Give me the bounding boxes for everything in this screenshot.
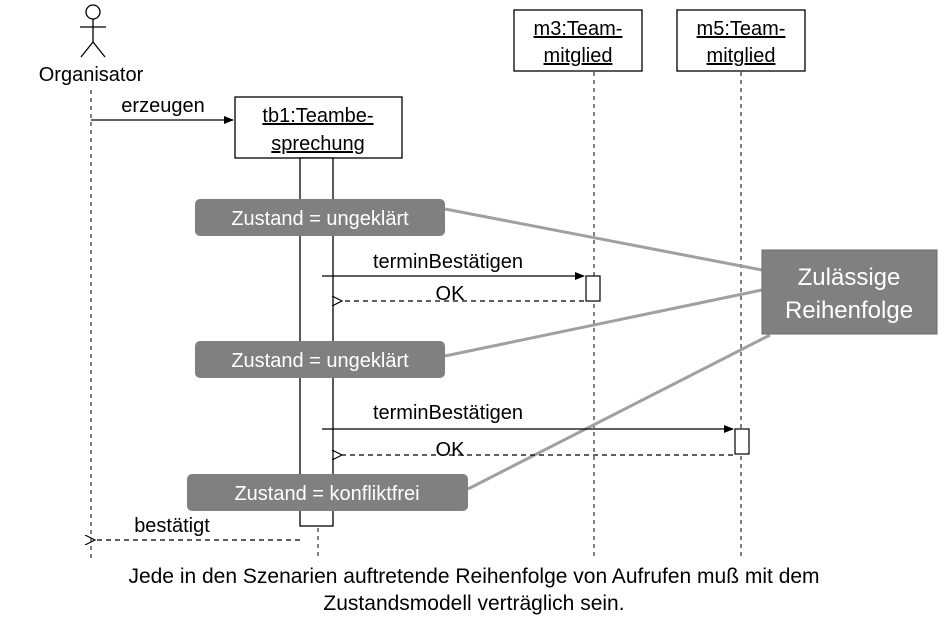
note-line2: Reihenfolge xyxy=(785,297,913,324)
state-box-1-bg xyxy=(195,199,445,236)
message-erzeugen-label: erzeugen xyxy=(121,95,204,117)
message-call1-label: terminBestätigen xyxy=(373,251,523,273)
activation-m3 xyxy=(585,275,601,302)
actor-head xyxy=(85,4,101,20)
message-confirm-label: bestätigt xyxy=(134,515,210,537)
object-m5-name-line2: mitglied xyxy=(707,45,776,67)
object-m5: m5:Team- mitglied xyxy=(676,9,806,72)
object-m5-name-line1: m5:Team- xyxy=(697,18,786,40)
object-tb1: tb1:Teambe- sprechung xyxy=(234,96,403,159)
state-box-3-label: Zustand = konfliktfrei xyxy=(234,483,419,505)
message-reply2: OK xyxy=(342,439,733,461)
connector-state1 xyxy=(444,207,763,272)
actor-label: Organisator xyxy=(39,64,144,86)
state-box-2: Zustand = ungeklärt xyxy=(195,341,445,378)
connector-state3 xyxy=(467,333,771,491)
state-box-3: Zustand = konfliktfrei xyxy=(187,474,468,511)
state-box-2-bg xyxy=(195,341,445,378)
actor-organisator: Organisator xyxy=(39,4,144,86)
note-box-bg xyxy=(761,249,938,335)
state-box-3-bg xyxy=(187,474,468,511)
state-box-2-label: Zustand = ungeklärt xyxy=(231,350,409,372)
state-box-1: Zustand = ungeklärt xyxy=(195,199,445,236)
object-m3: m3:Team- mitglied xyxy=(513,9,643,72)
object-m3-name-line2: mitglied xyxy=(544,45,613,67)
caption-line1: Jede in den Szenarien auftretende Reihen… xyxy=(128,565,820,588)
message-reply1-label: OK xyxy=(436,283,466,305)
object-m5-box xyxy=(676,9,806,72)
message-reply1: OK xyxy=(342,283,584,305)
object-m3-box xyxy=(513,9,643,72)
caption: Jede in den Szenarien auftretende Reihen… xyxy=(0,563,948,617)
note-line1: Zulässige xyxy=(798,264,901,291)
object-tb1-box xyxy=(234,96,403,159)
message-call1: terminBestätigen xyxy=(322,251,585,280)
message-confirm: bestätigt xyxy=(95,515,300,540)
message-call2-label: terminBestätigen xyxy=(373,402,523,424)
actor-left-leg xyxy=(80,41,94,58)
message-call2: terminBestätigen xyxy=(322,402,734,433)
object-m3-name-line1: m3:Team- xyxy=(534,18,623,40)
note-box: Zulässige Reihenfolge xyxy=(761,249,938,335)
activation-m5 xyxy=(734,428,750,455)
message-erzeugen: erzeugen xyxy=(91,95,234,124)
connector-state2 xyxy=(444,288,763,358)
state-box-1-label: Zustand = ungeklärt xyxy=(231,208,409,230)
note-connectors xyxy=(444,207,771,491)
actor-right-leg xyxy=(92,41,106,58)
message-reply2-label: OK xyxy=(436,439,466,461)
caption-line2: Zustandsmodell verträglich sein. xyxy=(323,592,625,615)
object-tb1-name-line2: sprechung xyxy=(271,133,364,155)
object-tb1-name-line1: tb1:Teambe- xyxy=(262,105,373,127)
